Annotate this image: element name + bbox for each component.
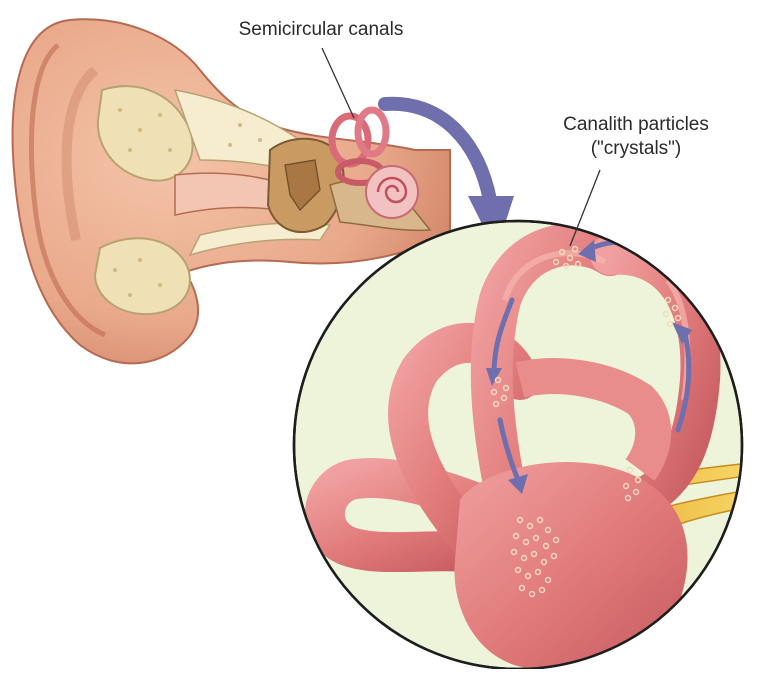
- canalith-particles-label: Canalith particles ("crystals"): [520, 113, 752, 161]
- magnified-canals-illustration: [294, 221, 760, 669]
- canalith-particles-label-line1: Canalith particles: [520, 113, 752, 137]
- canalith-particles-label-line2: ("crystals"): [520, 137, 752, 161]
- cochlea-icon: [366, 166, 418, 218]
- semicircular-canals-label: Semicircular canals: [196, 18, 446, 42]
- semicircular-leader-line: [322, 48, 354, 118]
